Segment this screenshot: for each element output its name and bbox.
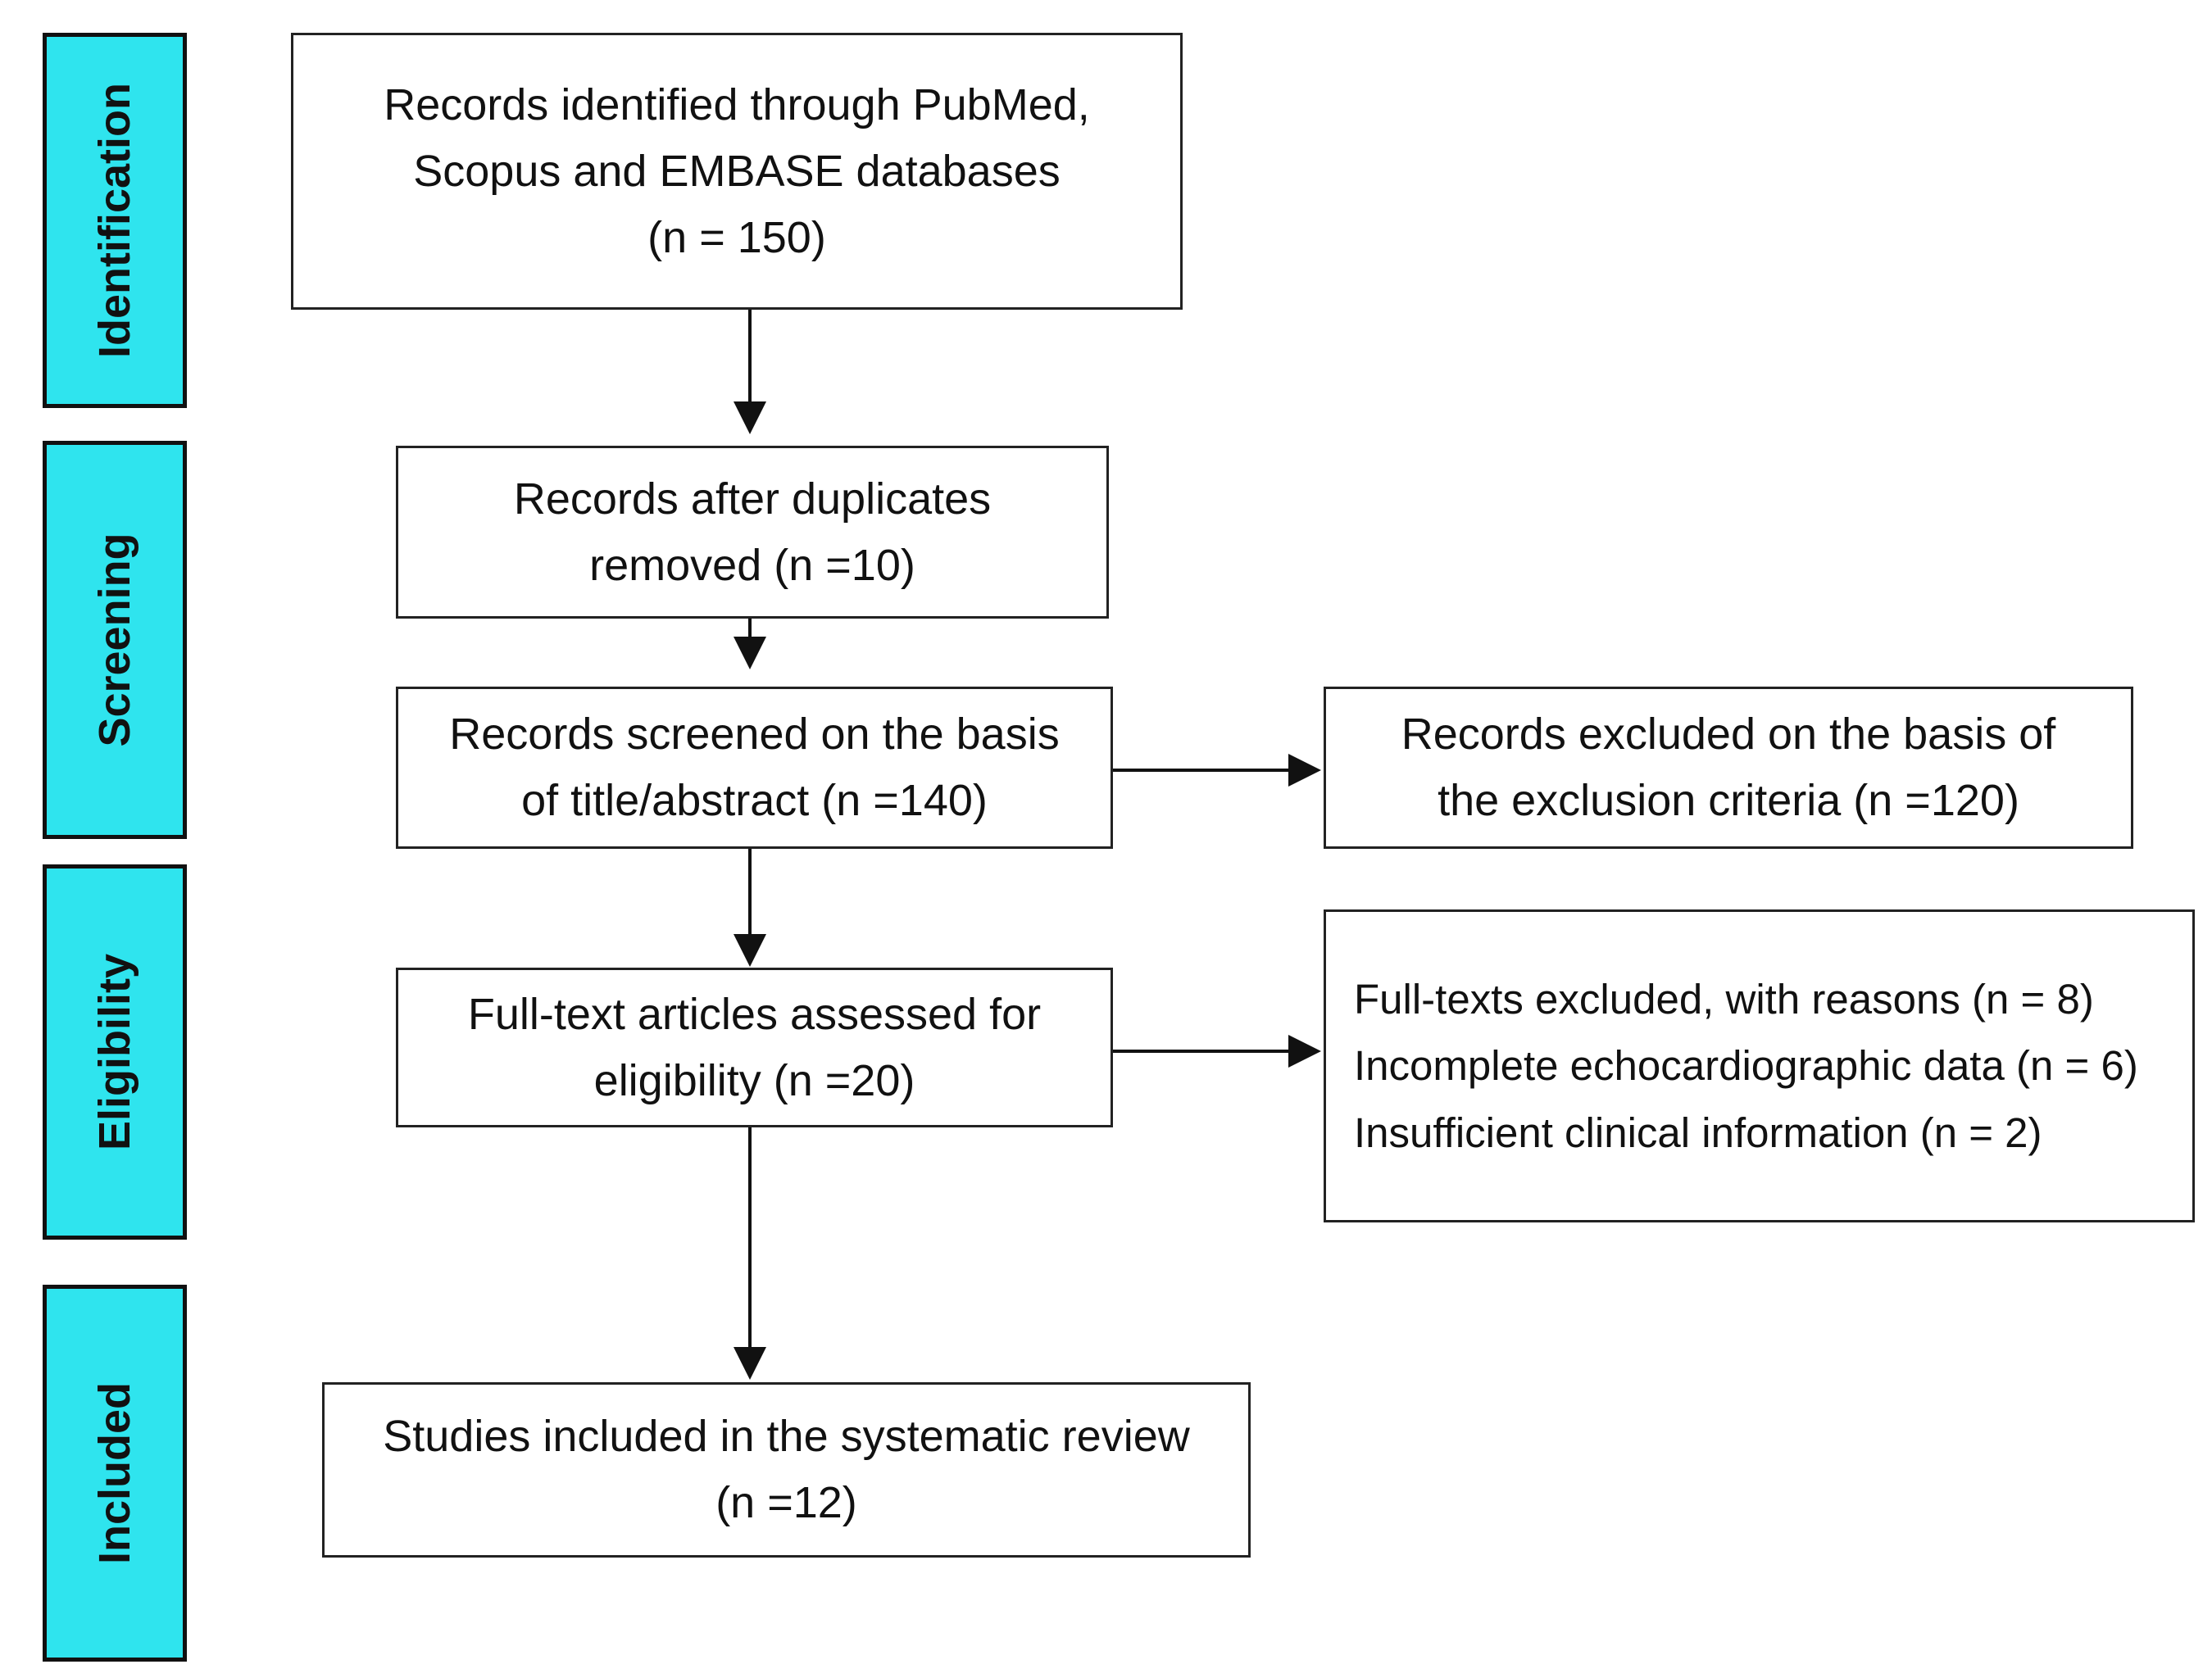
box-fulltext-assessed: Full-text articles assessed for eligibil…: [396, 968, 1113, 1127]
stage-eligibility: Eligibility: [43, 864, 187, 1240]
box-line: (n = 150): [647, 212, 826, 262]
box-line: Full-text articles assessed for: [467, 989, 1042, 1039]
box-line: Records excluded on the basis of: [1401, 710, 2056, 759]
stage-screening: Screening: [43, 441, 187, 839]
stage-identification: Identification: [43, 33, 187, 408]
box-fulltext-excluded: Full-texts excluded, with reasons (n = 8…: [1324, 909, 2195, 1222]
box-line: Insufficient clinical information (n = 2…: [1354, 1109, 2042, 1156]
box-records-identified: Records identified through PubMed, Scopu…: [291, 33, 1183, 310]
box-line: removed (n =10): [589, 540, 915, 590]
box-line: the exclusion criteria (n =120): [1438, 776, 2019, 825]
stage-included: Included: [43, 1285, 187, 1662]
box-duplicates-removed: Records after duplicates removed (n =10): [396, 446, 1109, 619]
box-line: eligibility (n =20): [593, 1055, 915, 1105]
box-line: Full-texts excluded, with reasons (n = 8…: [1354, 975, 2094, 1023]
box-studies-included: Studies included in the systematic revie…: [322, 1382, 1251, 1558]
box-records-screened: Records screened on the basis of title/a…: [396, 687, 1113, 849]
box-line: Scopus and EMBASE databases: [413, 146, 1061, 196]
box-line: of title/abstract (n =140): [521, 776, 988, 825]
box-line: Records screened on the basis: [449, 710, 1060, 759]
box-line: Records after duplicates: [513, 474, 992, 524]
box-line: Incomplete echocardiographic data (n = 6…: [1354, 1042, 2138, 1090]
box-records-excluded: Records excluded on the basis of the exc…: [1324, 687, 2133, 849]
box-line: Studies included in the systematic revie…: [383, 1412, 1190, 1461]
box-line: (n =12): [715, 1478, 857, 1527]
box-line: Records identified through PubMed,: [384, 79, 1090, 129]
